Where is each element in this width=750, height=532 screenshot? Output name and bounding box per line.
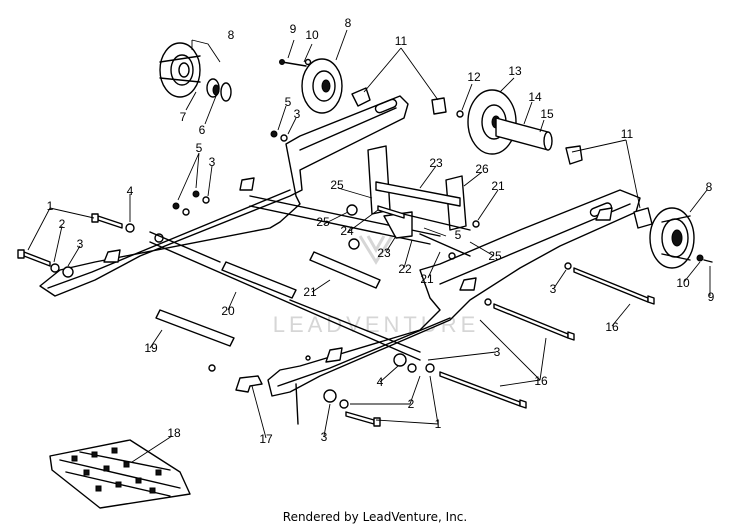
- rear-axle-wheel: [467, 89, 583, 165]
- callout-5: 5: [196, 141, 203, 155]
- callout-25: 25: [488, 249, 502, 263]
- callout-22: 22: [398, 262, 412, 276]
- idler-wheel-upper-center: [279, 58, 343, 114]
- callout-3: 3: [209, 155, 216, 169]
- callout-25: 25: [330, 178, 344, 192]
- callout-3: 3: [77, 237, 84, 251]
- callout-3: 3: [294, 107, 301, 121]
- callout-3: 3: [494, 345, 501, 359]
- callouts: 8 7 6 9 10 8 11 12 13 14 15 5 3 5 3 11 2…: [47, 16, 715, 446]
- idler-wheel-right: [649, 207, 713, 269]
- track-section: [49, 439, 191, 509]
- hardware: [17, 130, 655, 427]
- callout-26: 26: [475, 162, 489, 176]
- callout-16: 16: [534, 374, 548, 388]
- callout-12: 12: [467, 70, 481, 84]
- callout-11: 11: [621, 127, 634, 141]
- callout-16: 16: [605, 320, 619, 334]
- callout-5: 5: [455, 228, 462, 242]
- callout-21: 21: [420, 272, 434, 286]
- callout-24: 24: [340, 224, 354, 238]
- callout-25: 25: [316, 215, 330, 229]
- callout-23: 23: [377, 246, 391, 260]
- rear-rail: [267, 189, 641, 397]
- callout-2: 2: [59, 217, 66, 231]
- callout-8: 8: [706, 180, 713, 194]
- front-rail: [39, 95, 409, 297]
- callout-10: 10: [305, 28, 319, 42]
- footer-credit: Rendered by LeadVenture, Inc.: [283, 510, 467, 524]
- callout-13: 13: [508, 64, 522, 78]
- callout-8: 8: [228, 28, 235, 42]
- callout-11: 11: [395, 34, 408, 48]
- callout-1: 1: [47, 199, 54, 213]
- callout-18: 18: [167, 426, 181, 440]
- callout-21: 21: [303, 285, 317, 299]
- leader-lines: [27, 29, 711, 463]
- callout-14: 14: [528, 90, 542, 104]
- callout-23: 23: [429, 156, 443, 170]
- callout-9: 9: [290, 22, 297, 36]
- callout-10: 10: [676, 276, 690, 290]
- callout-21: 21: [491, 179, 505, 193]
- callout-15: 15: [540, 107, 554, 121]
- callout-20: 20: [221, 304, 235, 318]
- rear-arm-assembly: [367, 145, 471, 257]
- wheel-brackets: [351, 87, 653, 229]
- callout-5: 5: [285, 95, 292, 109]
- callout-4: 4: [377, 375, 384, 389]
- callout-7: 7: [180, 110, 187, 124]
- callout-9: 9: [708, 290, 715, 304]
- callout-17: 17: [259, 432, 273, 446]
- callout-3: 3: [550, 282, 557, 296]
- callout-8: 8: [345, 16, 352, 30]
- callout-3: 3: [321, 430, 328, 444]
- callout-6: 6: [199, 123, 206, 137]
- callout-19: 19: [144, 341, 158, 355]
- callout-1: 1: [435, 417, 442, 431]
- callout-2: 2: [408, 397, 415, 411]
- idler-wheel-upper-left: [159, 42, 232, 102]
- callout-4: 4: [127, 184, 134, 198]
